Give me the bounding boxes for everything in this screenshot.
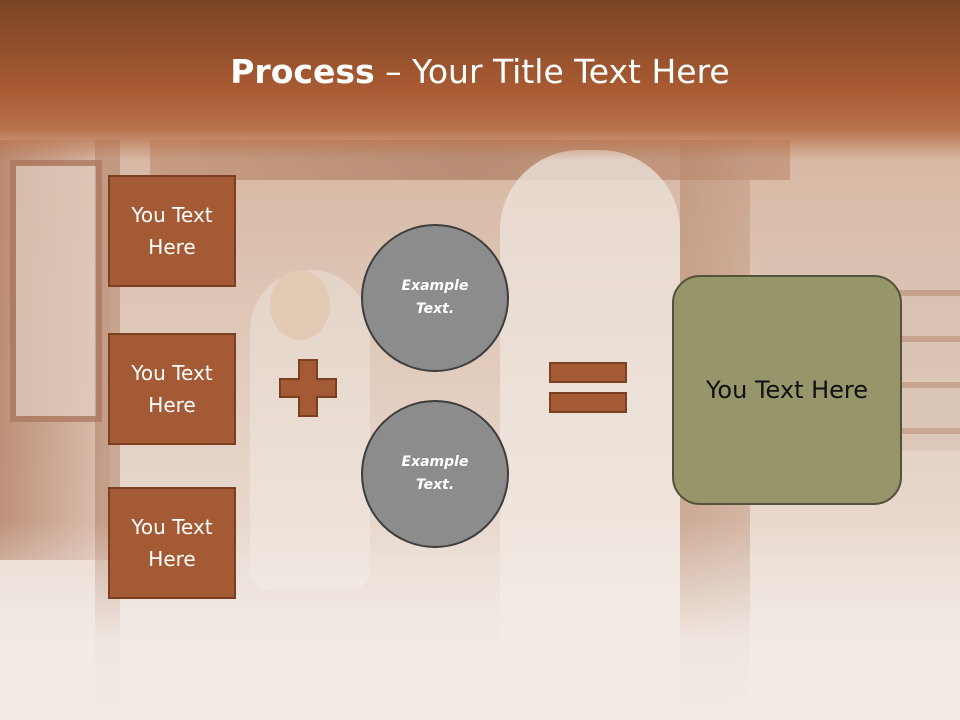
background-window-pane (10, 160, 102, 422)
background-person-left-head (270, 270, 330, 340)
example-circle-2: Example Text. (361, 400, 509, 548)
title-rest: – Your Title Text Here (374, 52, 730, 91)
title-bar (0, 0, 960, 160)
example-circle-1: Example Text. (361, 224, 509, 372)
text-box-1: You Text Here (108, 175, 236, 287)
result-box: You Text Here (672, 275, 902, 505)
slide-title: Process – Your Title Text Here (0, 52, 960, 91)
text-box-3: You Text Here (108, 487, 236, 599)
title-bold: Process (230, 52, 375, 91)
text-box-2: You Text Here (108, 333, 236, 445)
equals-icon (549, 362, 627, 413)
plus-icon (279, 359, 337, 417)
